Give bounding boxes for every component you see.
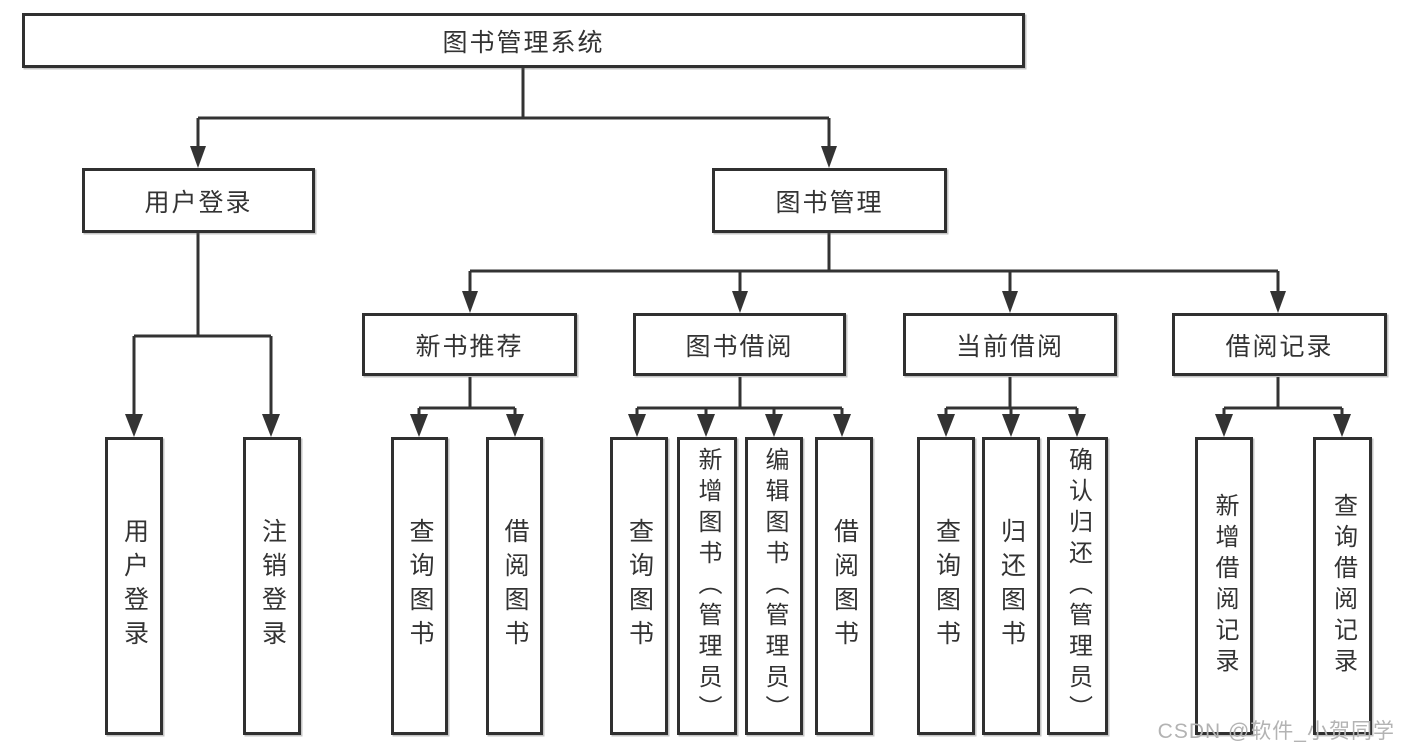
leaf-label: 查询图书 bbox=[625, 518, 654, 654]
leaf-edit-books-admin: 编辑图书（管理员） bbox=[745, 437, 803, 735]
node-current-borrowing: 当前借阅 bbox=[903, 313, 1117, 376]
node-label: 新书推荐 bbox=[415, 332, 524, 361]
node-borrowing-records: 借阅记录 bbox=[1172, 313, 1387, 376]
leaf-query-books-current: 查询图书 bbox=[917, 437, 975, 735]
leaf-label: 归还图书 bbox=[997, 518, 1026, 654]
node-label: 当前借阅 bbox=[955, 332, 1064, 361]
node-user-login: 用户登录 bbox=[82, 168, 315, 233]
watermark: CSDN @软件_小贺同学 bbox=[1157, 720, 1395, 743]
leaf-label: 编辑图书（管理员） bbox=[761, 446, 788, 726]
node-label: 用户登录 bbox=[144, 188, 253, 217]
leaf-label: 新增借阅记录 bbox=[1211, 493, 1238, 679]
leaf-label: 借阅图书 bbox=[830, 518, 859, 654]
leaf-label: 查询图书 bbox=[932, 518, 961, 654]
node-label: 图书借阅 bbox=[685, 332, 794, 361]
leaf-label: 注销登录 bbox=[258, 518, 287, 654]
node-label: 图书管理系统 bbox=[442, 28, 605, 57]
leaf-label: 确认归还（管理员） bbox=[1064, 446, 1092, 726]
node-library-management-system: 图书管理系统 bbox=[22, 13, 1025, 68]
leaf-confirm-return-admin: 确认归还（管理员） bbox=[1047, 437, 1108, 735]
leaf-label: 用户登录 bbox=[120, 518, 149, 654]
node-book-management: 图书管理 bbox=[712, 168, 947, 233]
leaf-label: 新增图书（管理员） bbox=[694, 446, 721, 726]
arrowheads bbox=[125, 146, 1351, 437]
leaf-user-login: 用户登录 bbox=[105, 437, 163, 735]
node-new-book-recommendation: 新书推荐 bbox=[362, 313, 577, 376]
node-book-borrowing: 图书借阅 bbox=[633, 313, 846, 376]
leaf-borrow-books: 借阅图书 bbox=[815, 437, 873, 735]
node-label: 图书管理 bbox=[775, 188, 884, 217]
leaf-return-books: 归还图书 bbox=[982, 437, 1040, 735]
leaf-label: 查询借阅记录 bbox=[1329, 493, 1357, 679]
leaf-query-borrow-record: 查询借阅记录 bbox=[1313, 437, 1372, 735]
leaf-logout: 注销登录 bbox=[243, 437, 301, 735]
leaf-query-books-recommend: 查询图书 bbox=[391, 437, 448, 735]
leaf-label: 借阅图书 bbox=[501, 518, 529, 654]
leaf-add-borrow-record: 新增借阅记录 bbox=[1195, 437, 1253, 735]
leaf-borrow-books-recommend: 借阅图书 bbox=[486, 437, 543, 735]
leaf-query-books-borrowing: 查询图书 bbox=[610, 437, 668, 735]
leaf-label: 查询图书 bbox=[406, 518, 434, 654]
leaf-add-books-admin: 新增图书（管理员） bbox=[677, 437, 737, 735]
node-label: 借阅记录 bbox=[1225, 332, 1334, 361]
